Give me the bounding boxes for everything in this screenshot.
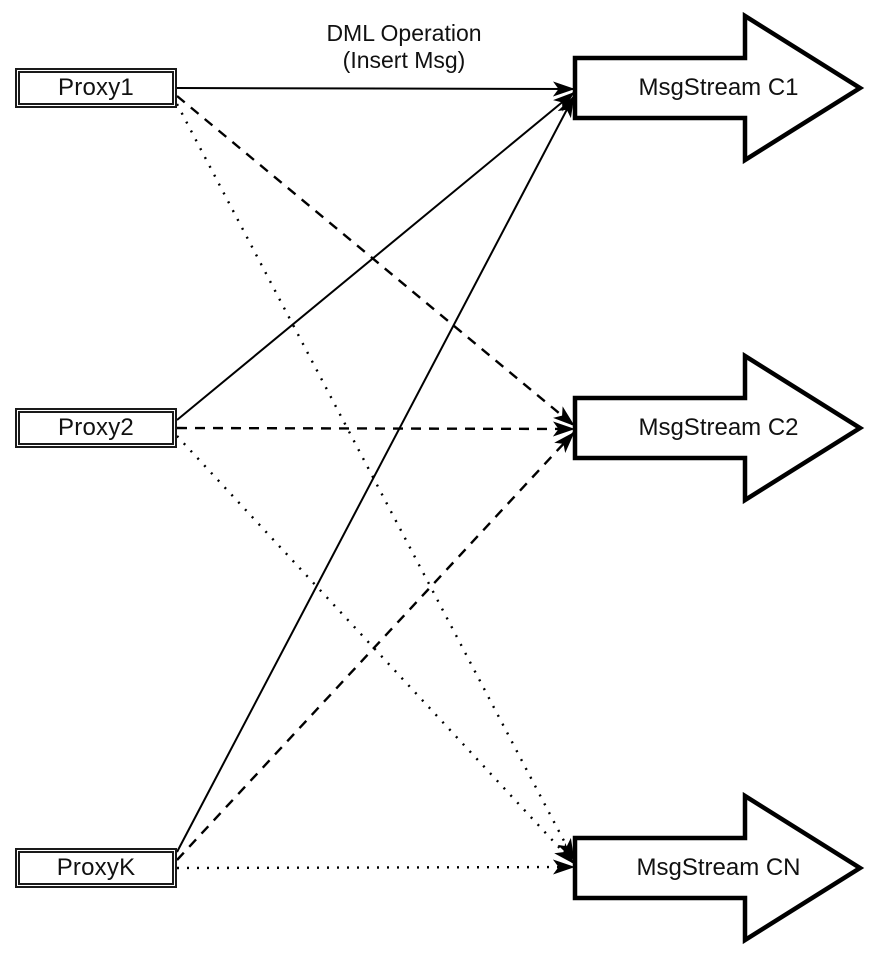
proxy1-label: Proxy1 — [58, 74, 134, 101]
dml-operation-label-line2: (Insert Msg) — [342, 47, 466, 73]
proxy2-label: Proxy2 — [58, 414, 134, 441]
edge-proxyK-to-c1 — [176, 95, 575, 853]
edge-proxy1-to-c2 — [176, 95, 575, 427]
edge-proxy2-to-c1 — [176, 91, 575, 421]
proxyK-label: ProxyK — [56, 854, 136, 881]
dml-operation-label-line1: DML Operation — [326, 20, 482, 46]
block-arrow-msgstream-c1 — [572, 11, 865, 165]
edge-proxyK-to-cn — [176, 859, 575, 875]
edges-group — [175, 81, 576, 875]
edge-proxy2-to-cn — [176, 435, 575, 865]
block-arrow-msgstream-c2 — [572, 351, 865, 505]
edge-proxy1-to-cn — [175, 103, 576, 861]
proxy1-node: Proxy1 — [15, 68, 177, 108]
proxy2-node: Proxy2 — [15, 408, 177, 448]
dml-operation-label: DML Operation (Insert Msg) — [254, 20, 554, 74]
proxyK-node: ProxyK — [15, 848, 177, 888]
edge-proxy1-to-c1 — [176, 81, 575, 97]
block-arrow-msgstream-cn — [572, 791, 865, 945]
edge-proxyK-to-c2 — [176, 431, 575, 861]
edge-proxy2-to-c2 — [176, 421, 575, 437]
